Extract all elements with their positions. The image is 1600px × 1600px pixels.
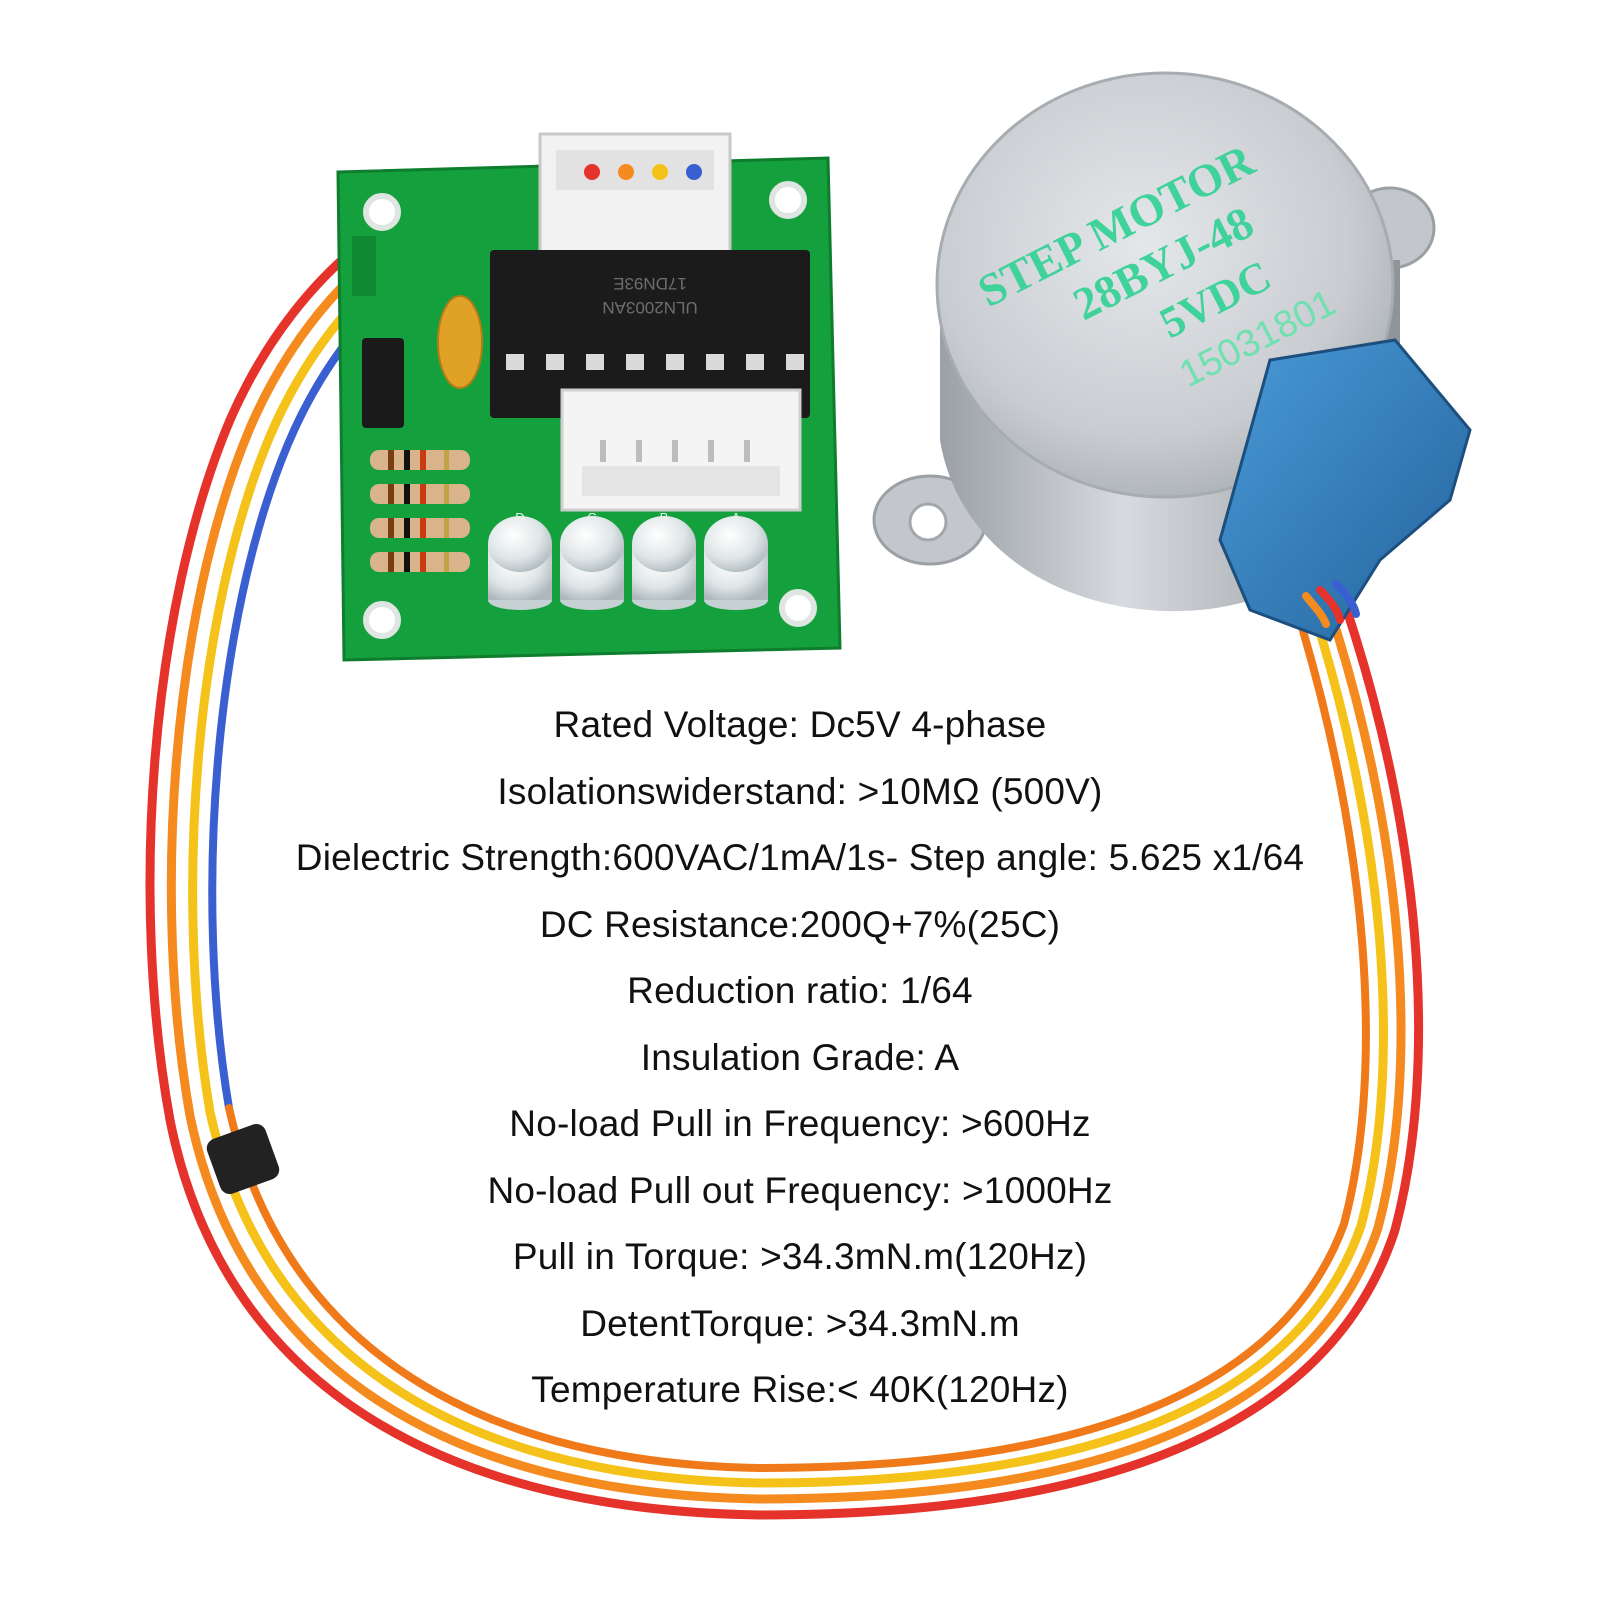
spec-pull-out-frequency: No-load Pull out Frequency: >1000Hz (487, 1169, 1113, 1211)
ic-marking-2: 17DN93E (613, 274, 687, 293)
led-label-b: B (660, 510, 669, 525)
led-indicators: D C B A (488, 510, 768, 610)
spec-rated-voltage: Rated Voltage: Dc5V 4-phase (553, 704, 1047, 745)
cable-sleeve (206, 1123, 280, 1195)
mounting-holes (363, 181, 817, 639)
spec-pull-in-torque: Pull in Torque: >34.3mN.m(120Hz) (512, 1236, 1088, 1277)
spec-insulation-grade: Insulation Grade: A (640, 1036, 960, 1078)
led-label-a: A (732, 510, 741, 525)
wire-yellow (188, 179, 1388, 1488)
motor-wire-housing (1218, 338, 1472, 642)
spec-detent-torque: DetentTorque: >34.3mN.m (580, 1302, 1020, 1344)
led-b: B (632, 510, 696, 610)
spec-pull-in-frequency: No-load Pull in Frequency: >600Hz (509, 1103, 1091, 1144)
driver-board: ULN2003AN 17DN93E (336, 132, 842, 662)
led-label-c: C (587, 510, 596, 525)
capacitor (437, 295, 483, 389)
ic-marking-1: ULN2003AN (602, 298, 697, 317)
spec-dielectric-strength: Dielectric Strength:600VAC/1mA/1s- Step … (295, 837, 1305, 878)
spec-list: Rated Voltage: Dc5V 4-phase Isolationswi… (0, 692, 1600, 1424)
led-a: A (704, 510, 768, 610)
spec-dc-resistance: DC Resistance:200Q+7%(25C) (539, 903, 1061, 945)
spec-reduction-ratio: Reduction ratio: 1/64 (627, 970, 973, 1011)
resistors (370, 450, 470, 572)
spec-isolation-resistance: Isolationswiderstand: >10MΩ (500V) (497, 770, 1103, 812)
motor-connector (538, 132, 732, 258)
led-label-d: D (515, 510, 524, 525)
spec-temperature-rise: Temperature Rise:< 40K(120Hz) (531, 1369, 1069, 1410)
wire-red (145, 163, 1424, 1520)
input-connector (560, 388, 802, 512)
led-d: D (488, 510, 552, 610)
led-c: C (560, 510, 624, 610)
stepper-motor: STEP MOTOR 28BYJ-48 5VDC 15031801 (872, 71, 1472, 642)
wire-orange (166, 171, 1406, 1504)
jumper (362, 338, 404, 428)
uln2003-ic: ULN2003AN 17DN93E (490, 250, 810, 418)
